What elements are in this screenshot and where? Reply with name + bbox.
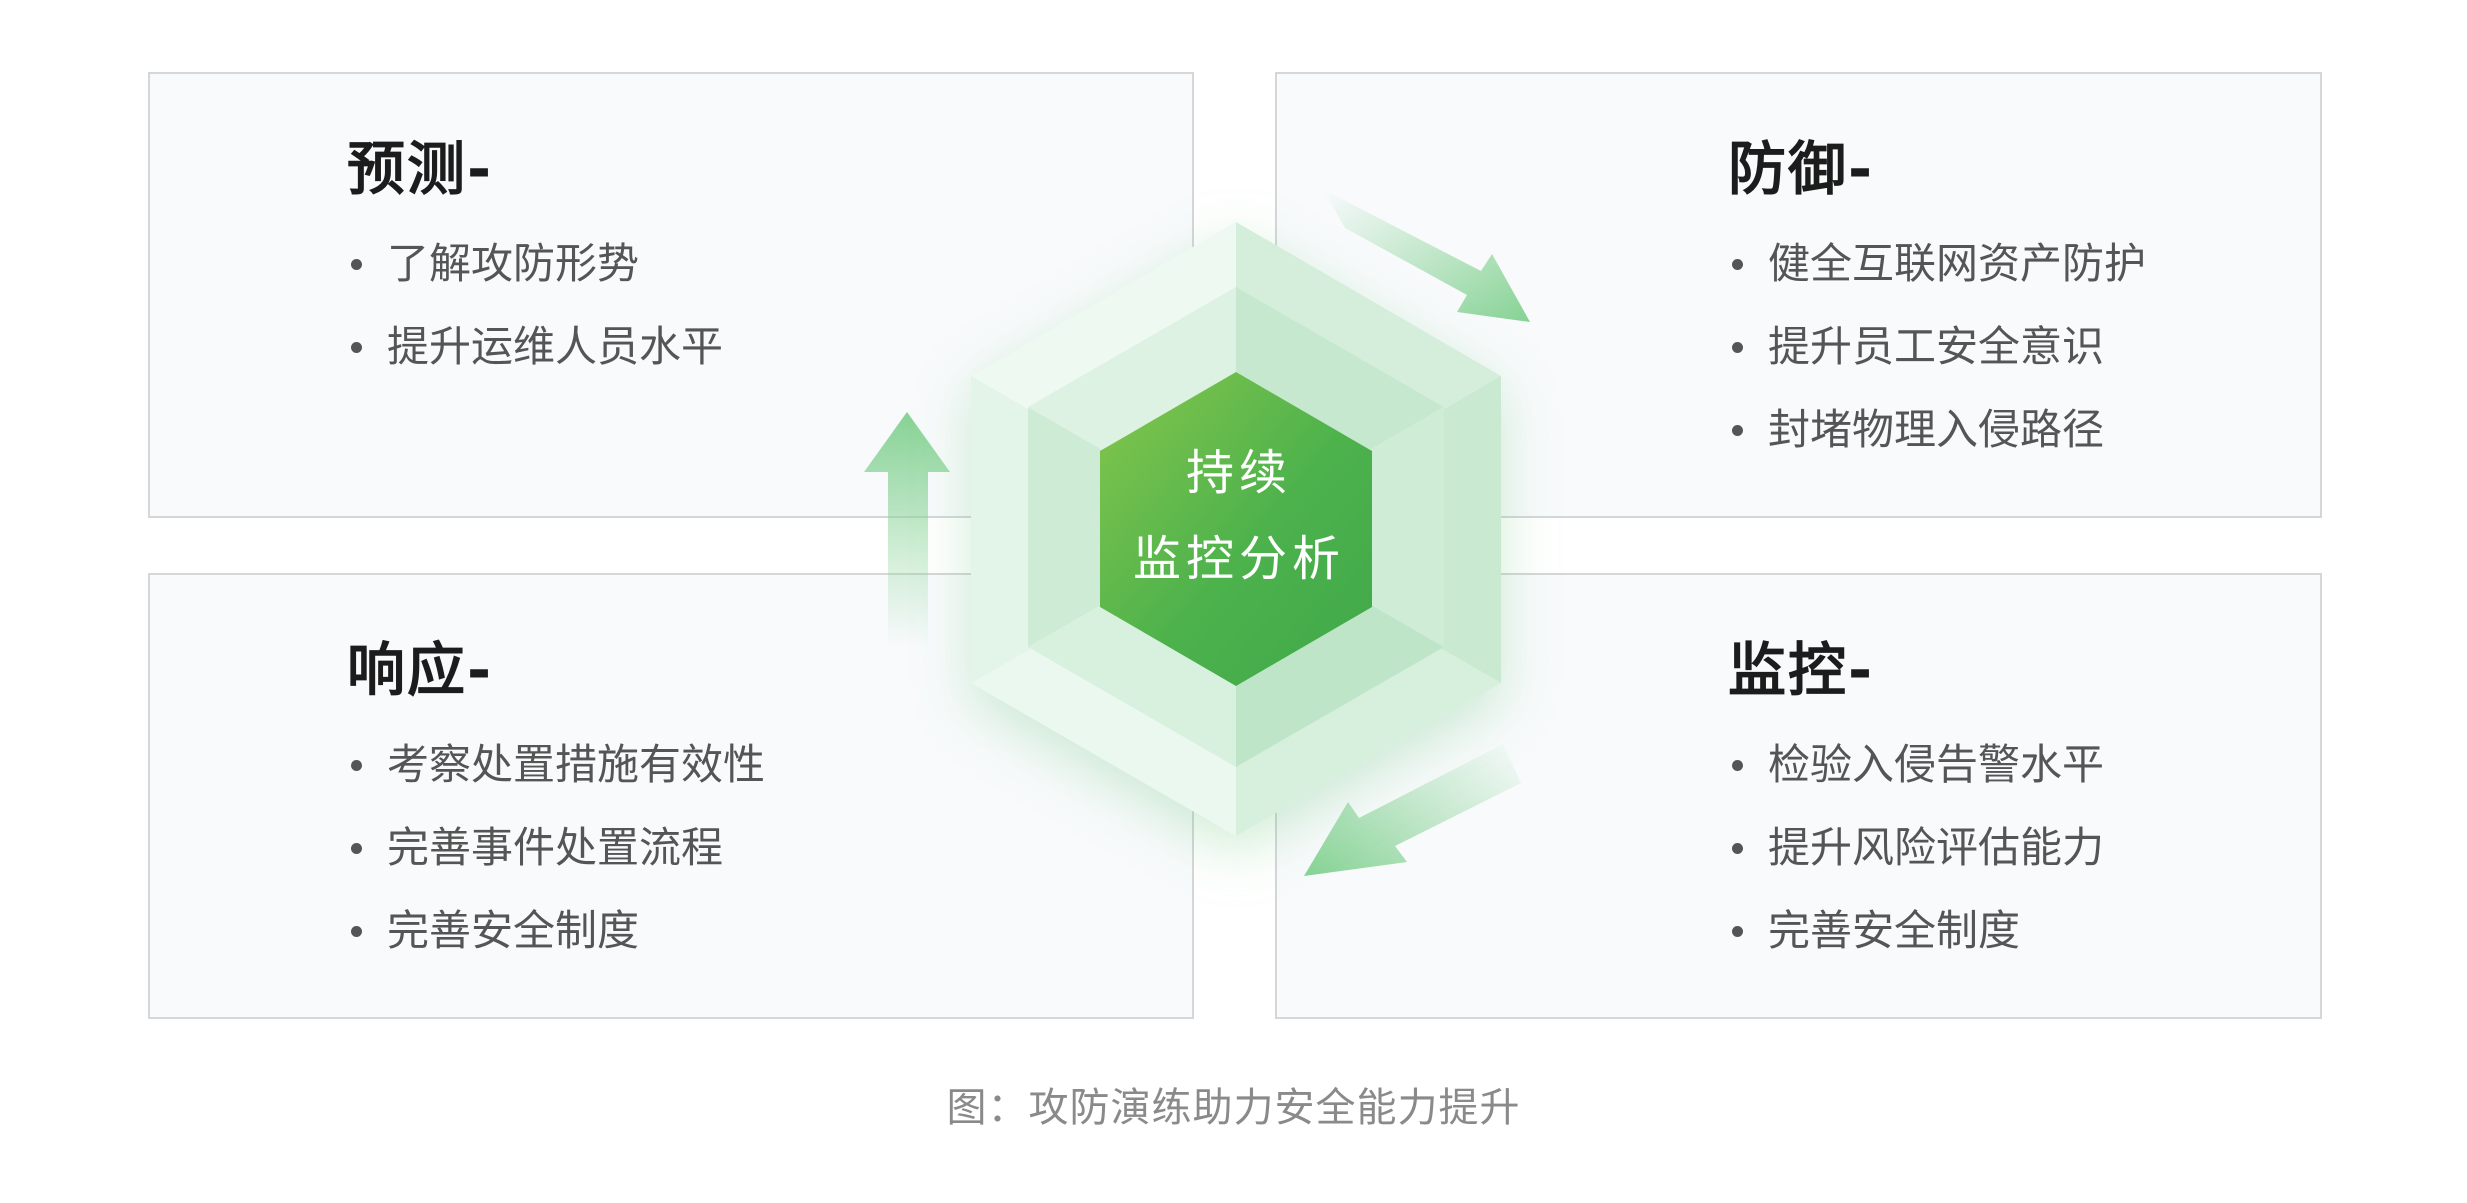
- panel-monitor-list: 检验入侵告警水平 提升风险评估能力 完善安全制度: [1728, 723, 2104, 972]
- panel-predict-title: 预测-: [347, 135, 494, 203]
- list-item: 完善安全制度: [1728, 889, 2104, 972]
- list-item: 提升运维人员水平: [347, 305, 723, 388]
- list-item: 了解攻防形势: [347, 222, 723, 305]
- figure-caption: 图：攻防演练助力安全能力提升: [946, 1085, 1521, 1131]
- list-item: 封堵物理入侵路径: [1728, 388, 2146, 471]
- arrow-up-icon: [864, 412, 950, 648]
- hexagon-inner: [1100, 372, 1372, 686]
- center-label-line2: 监控分析: [1133, 531, 1345, 587]
- panel-defend-list: 健全互联网资产防护 提升员工安全意识 封堵物理入侵路径: [1728, 222, 2146, 471]
- list-item: 健全互联网资产防护: [1728, 222, 2146, 305]
- list-item: 提升风险评估能力: [1728, 806, 2104, 889]
- list-item: 完善安全制度: [347, 889, 765, 972]
- panel-defend-title: 防御-: [1728, 135, 1875, 203]
- list-item: 检验入侵告警水平: [1728, 723, 2104, 806]
- panel-respond-list: 考察处置措施有效性 完善事件处置流程 完善安全制度: [347, 723, 765, 972]
- panel-predict: 预测- 了解攻防形势 提升运维人员水平: [148, 72, 1194, 518]
- panel-predict-list: 了解攻防形势 提升运维人员水平: [347, 222, 723, 388]
- center-label-line1: 持续: [1186, 445, 1292, 501]
- panel-monitor-title: 监控-: [1728, 636, 1875, 704]
- arrow-down-right-icon: [1324, 190, 1530, 322]
- list-item: 提升员工安全意识: [1728, 305, 2146, 388]
- panel-respond-title: 响应-: [347, 636, 494, 704]
- list-item: 考察处置措施有效性: [347, 723, 765, 806]
- list-item: 完善事件处置流程: [347, 806, 765, 889]
- arrow-down-left-icon: [1304, 744, 1521, 876]
